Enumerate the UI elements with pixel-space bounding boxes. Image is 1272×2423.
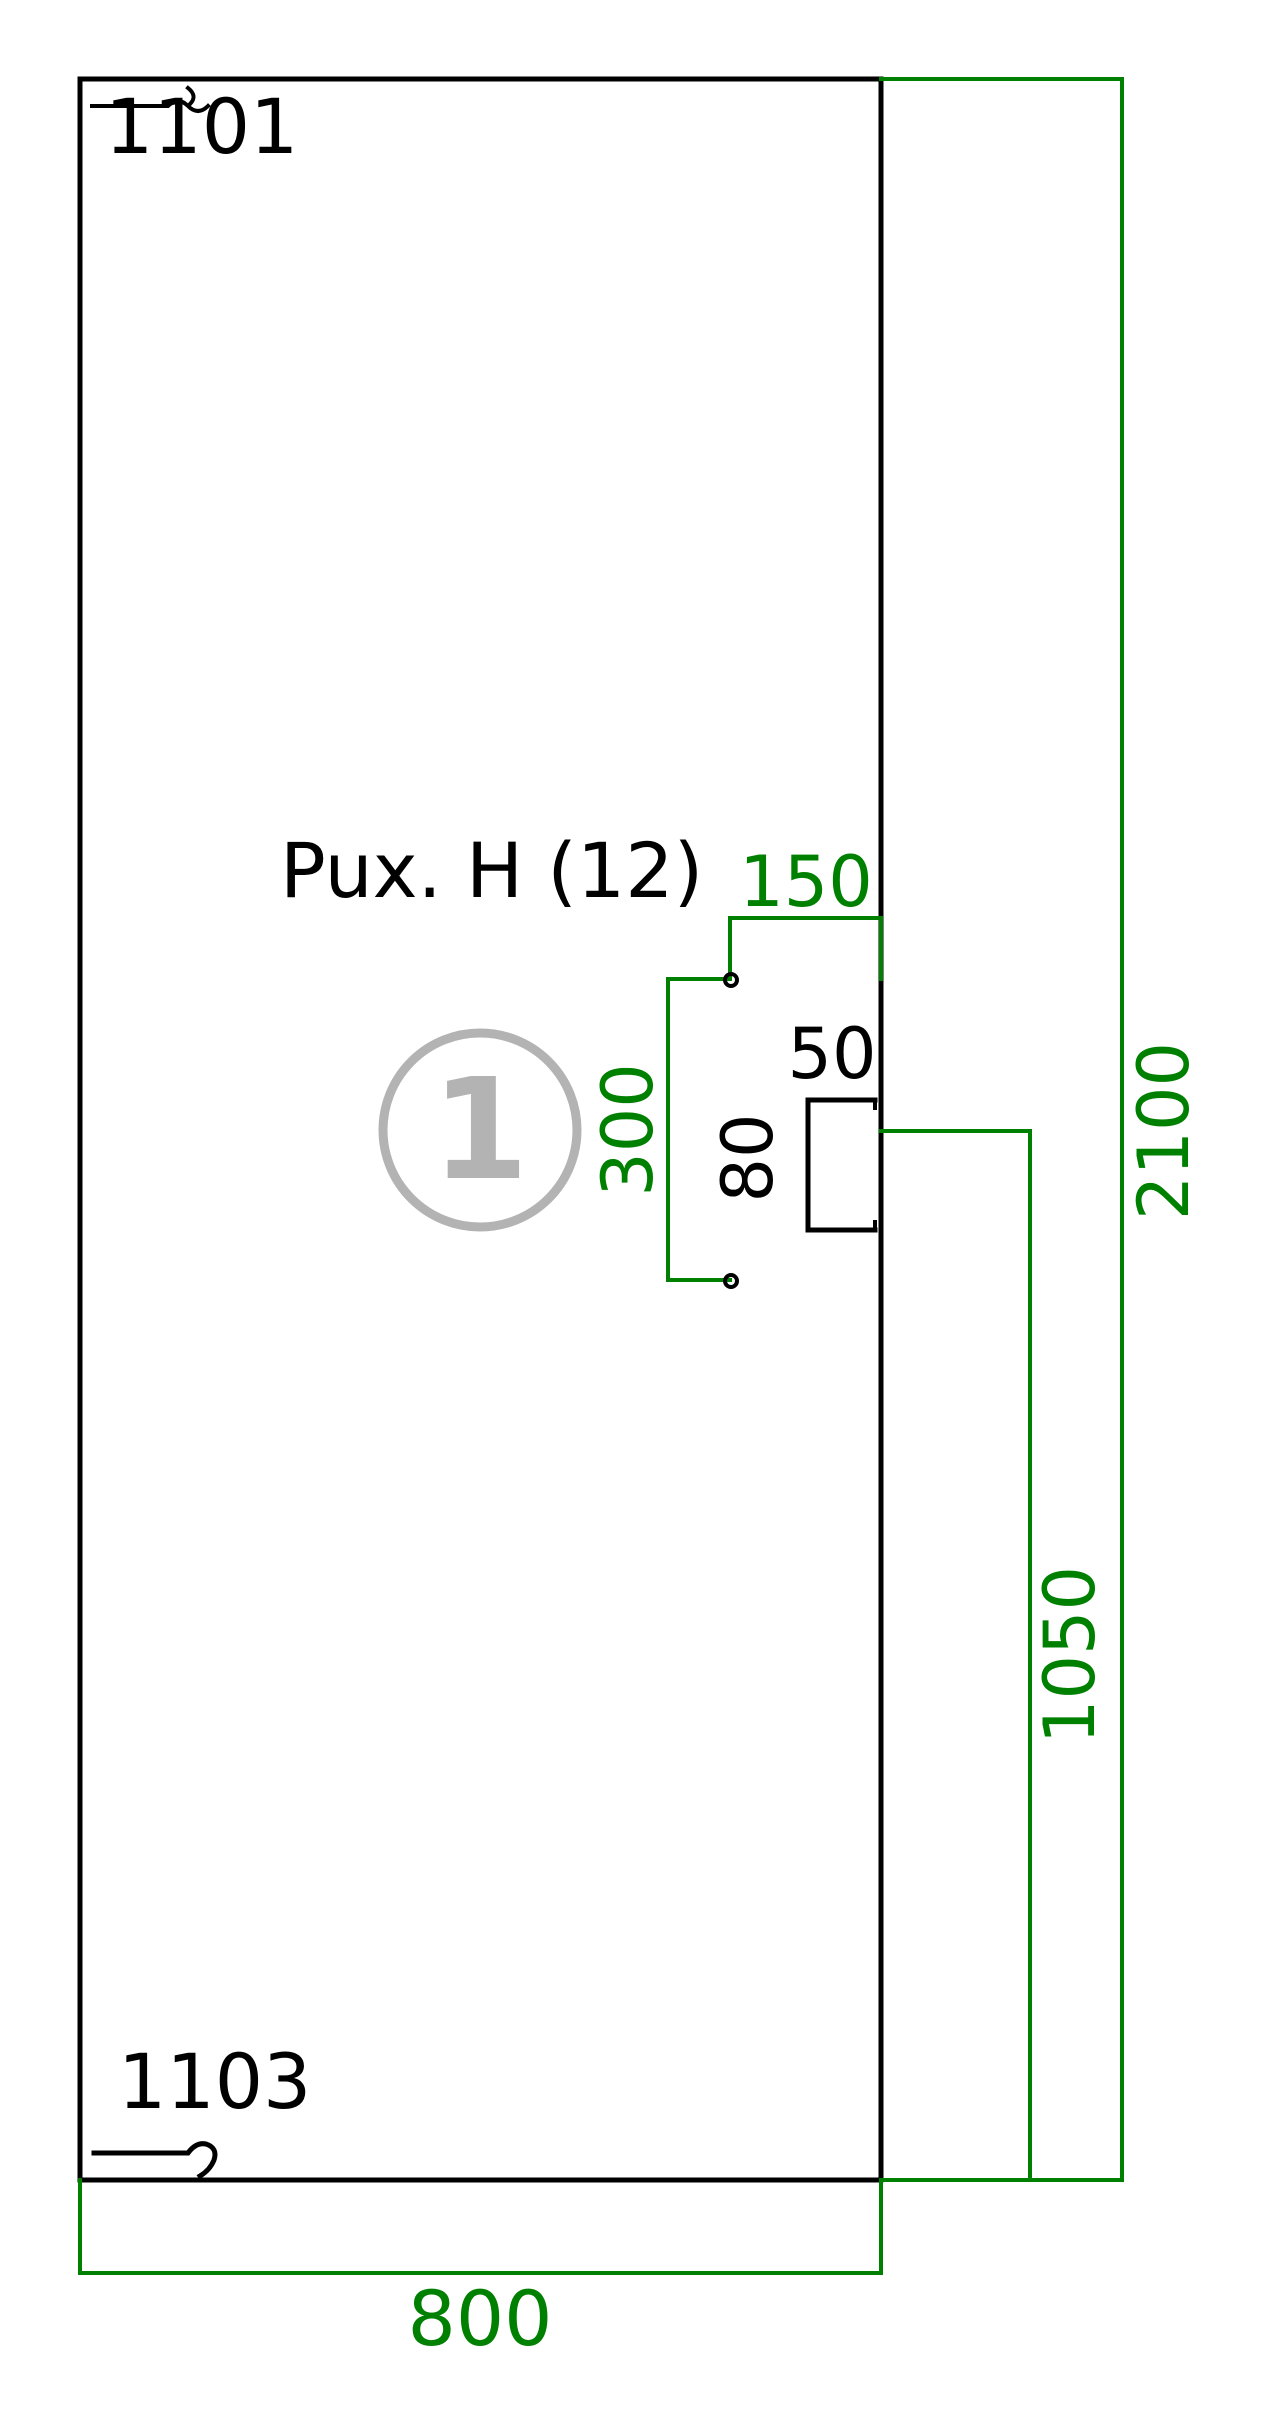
total-height-label: 2100 xyxy=(1123,1042,1205,1220)
hole-offset-dimension-line xyxy=(728,916,883,981)
hole-offset-label: 150 xyxy=(739,841,873,923)
handle-height-dimension-line xyxy=(879,1129,1032,2182)
cutout-outline xyxy=(805,1097,878,1233)
corner-label-bottom: 1103 xyxy=(118,2037,311,2126)
hole-bottom-icon xyxy=(723,1273,739,1289)
corner-label-top: 1101 xyxy=(105,82,298,171)
hole-label: Pux. H (12) xyxy=(280,826,703,915)
total-height-dimension-line xyxy=(879,77,1124,2182)
cutout-width-label: 50 xyxy=(787,1013,876,1095)
total-width-dimension-line xyxy=(78,2178,883,2275)
hinge-bottom-icon xyxy=(91,2141,218,2180)
hole-spacing-dimension-line xyxy=(666,977,732,1282)
hinge-top-icon xyxy=(90,85,211,113)
hole-top-icon xyxy=(723,972,739,988)
marker-number: 1 xyxy=(431,1049,528,1212)
total-width-label: 800 xyxy=(407,2274,552,2363)
handle-height-label: 1050 xyxy=(1029,1566,1111,1744)
hole-spacing-label: 300 xyxy=(587,1063,669,1197)
cutout-height-label: 80 xyxy=(707,1113,789,1202)
marker-circle-icon xyxy=(378,1028,582,1232)
